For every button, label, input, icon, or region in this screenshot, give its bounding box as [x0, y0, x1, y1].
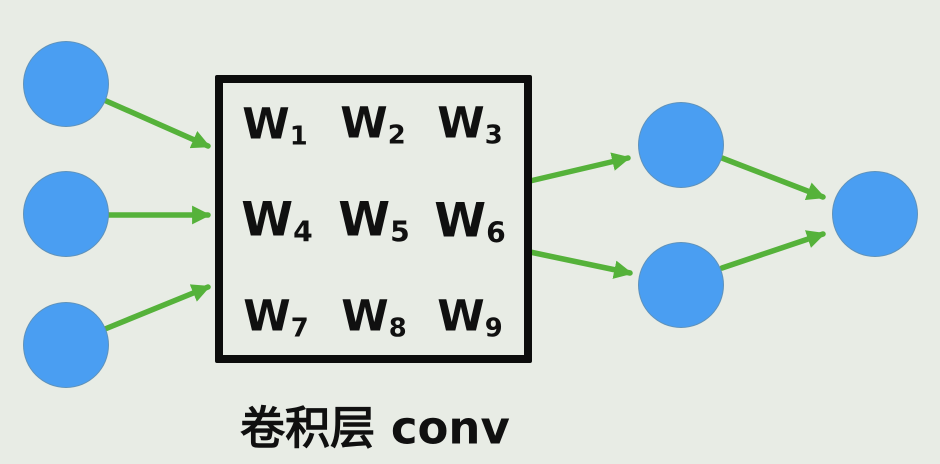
- weight-subscript: 1: [289, 121, 308, 152]
- input-neuron-2: [23, 171, 109, 257]
- weight-base: W: [437, 98, 484, 149]
- weight-subscript: 7: [290, 313, 309, 344]
- weight-base: W: [338, 192, 390, 248]
- output-neuron: [832, 171, 918, 257]
- weight-subscript: 3: [484, 120, 503, 151]
- conv-kernel-box: [215, 75, 532, 363]
- weight-subscript: 8: [388, 313, 407, 344]
- input-neuron-3: [23, 302, 109, 388]
- hidden-neuron-1: [638, 102, 724, 188]
- weight-base: W: [437, 291, 484, 342]
- arrow-kernel-to-hidden1: [527, 152, 631, 184]
- weight-w7: W7: [243, 295, 308, 341]
- arrow-input3-to-kernel: [102, 284, 211, 332]
- weight-base: W: [242, 99, 289, 150]
- weight-base: W: [341, 291, 388, 342]
- weight-base: W: [434, 193, 486, 249]
- weight-w9: W9: [437, 295, 502, 341]
- weight-w2: W2: [340, 102, 405, 148]
- arrow-hidden2-to-output: [719, 230, 826, 271]
- weight-subscript: 2: [387, 120, 406, 151]
- input-neuron-1: [23, 41, 109, 127]
- weight-w8: W8: [341, 295, 406, 341]
- weight-base: W: [243, 291, 290, 342]
- weight-base: W: [340, 98, 387, 149]
- weight-w3: W3: [437, 102, 502, 148]
- arrow-kernel-to-hidden2: [527, 249, 633, 279]
- arrow-input1-to-kernel: [101, 97, 211, 149]
- weight-w6: W6: [434, 198, 505, 248]
- arrow-hidden1-to-output: [719, 155, 826, 200]
- weight-base: W: [241, 192, 293, 248]
- hidden-neuron-2: [638, 242, 724, 328]
- weight-subscript: 5: [390, 215, 410, 249]
- weight-w5: W5: [338, 197, 409, 247]
- weight-w4: W4: [241, 197, 312, 247]
- weight-w1: W1: [242, 103, 307, 149]
- weight-subscript: 4: [293, 215, 313, 249]
- weight-subscript: 6: [486, 216, 506, 250]
- weight-subscript: 9: [484, 313, 503, 344]
- conv-layer-caption: 卷积层 conv: [240, 401, 510, 455]
